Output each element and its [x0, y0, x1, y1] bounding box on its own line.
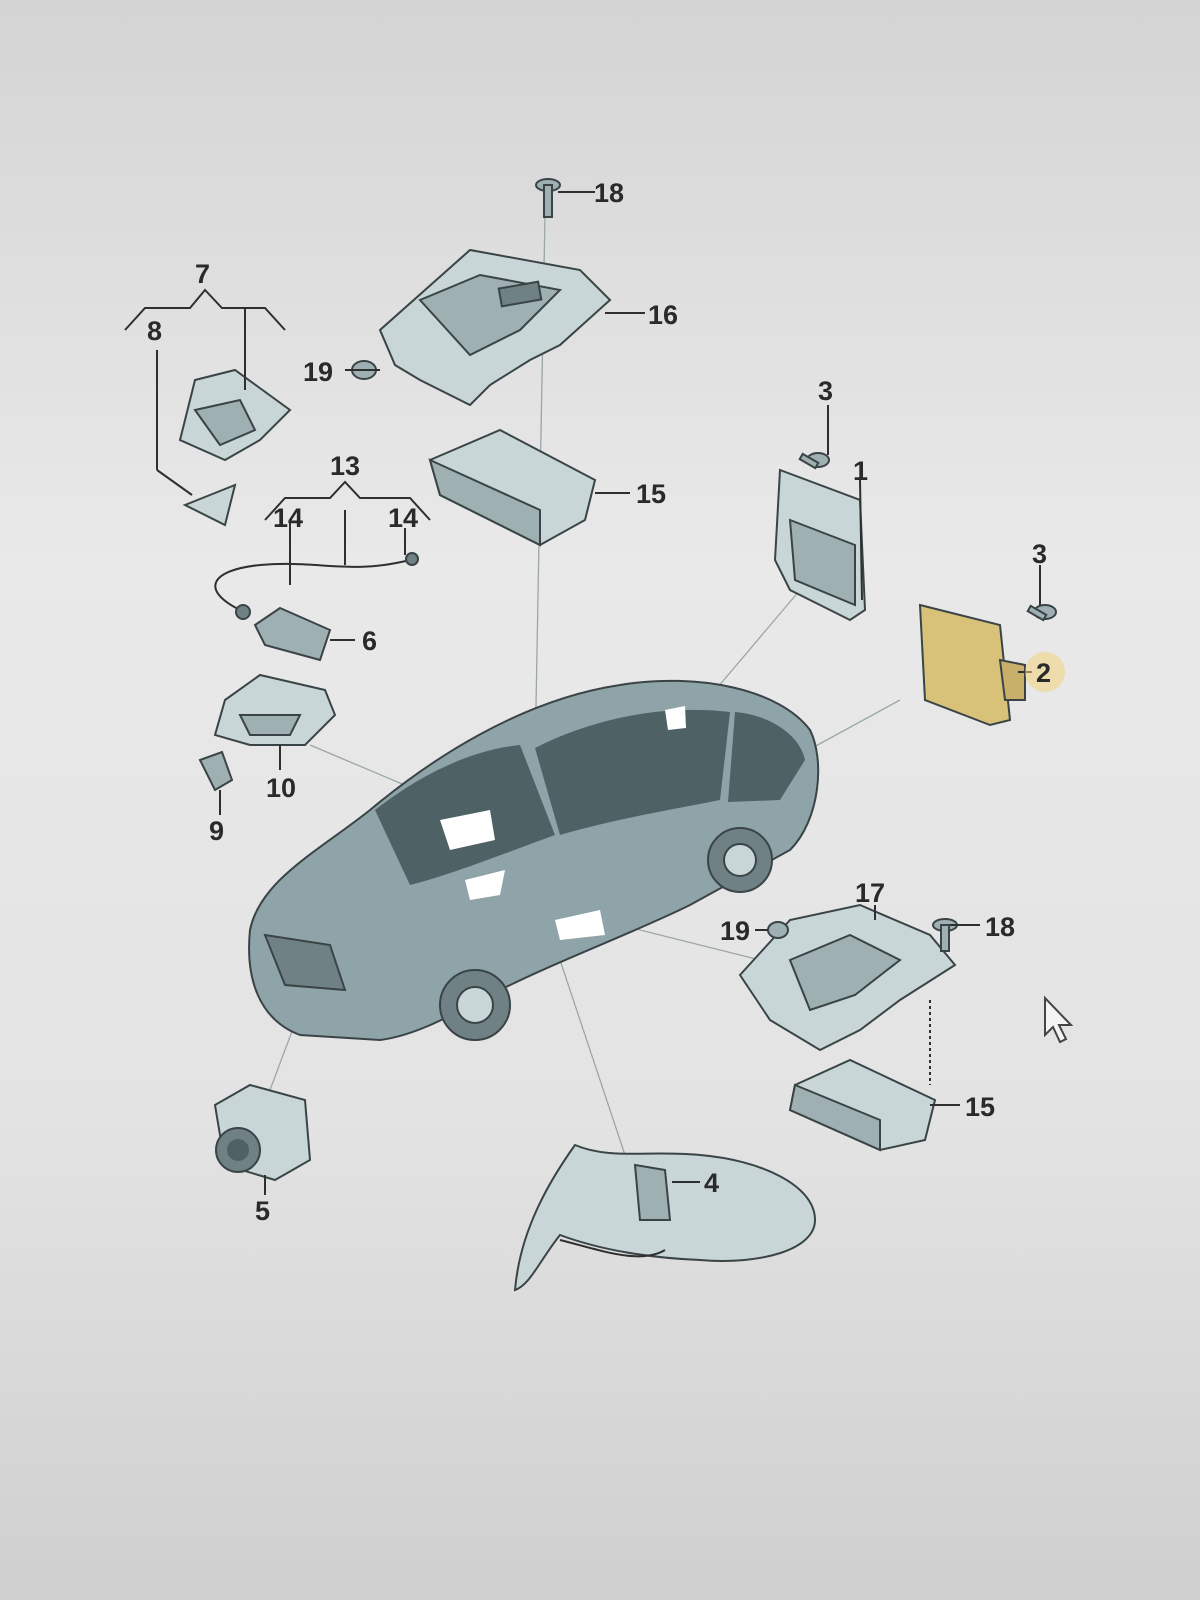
part-17-lower-bracket: [738, 903, 957, 1052]
part-2-highlight: [1025, 652, 1065, 692]
part-13-cable: [214, 552, 419, 620]
part-2-highlighted-module: [918, 603, 1026, 727]
callout-15-top: 15: [636, 479, 666, 509]
part-3-screw-upper: [798, 452, 830, 470]
part-6-sensor: [253, 606, 332, 662]
callout-17: 17: [855, 878, 885, 908]
part-19-nut-lower: [767, 921, 789, 939]
callout-13: 13: [330, 451, 360, 481]
part-5-camera: [213, 1083, 312, 1182]
callout-10: 10: [266, 773, 296, 803]
part-9-clip: [198, 750, 234, 792]
part-15-control-unit-upper: [428, 428, 597, 547]
callout-3-upper: 3: [818, 376, 833, 406]
callout-19-lower: 19: [720, 916, 750, 946]
part-4-mirror: [513, 1143, 817, 1292]
part-3-screw-lower: [1026, 604, 1057, 622]
callout-19-top: 19: [303, 357, 333, 387]
callout-16: 16: [648, 300, 678, 330]
callout-18-lower: 18: [985, 912, 1015, 942]
part-8-cover: [182, 483, 237, 527]
callout-1: 1: [853, 456, 868, 486]
callout-7: 7: [195, 259, 210, 289]
callout-labels: 18 16 19 7 8 13 14 14 15 3 1 3 2 6 10 9 …: [147, 178, 1051, 1226]
mouse-cursor-icon: [1044, 995, 1074, 1044]
part-16-upper-bracket: [378, 248, 612, 407]
callout-14-right: 14: [388, 503, 418, 533]
callout-3-lower: 3: [1032, 539, 1047, 569]
callout-9: 9: [209, 816, 224, 846]
car-body: [248, 679, 820, 1042]
callout-5: 5: [255, 1196, 270, 1226]
callout-6: 6: [362, 626, 377, 656]
callout-4: 4: [704, 1168, 719, 1198]
callout-15-lower: 15: [965, 1092, 995, 1122]
part-15-control-unit-lower: [788, 1058, 937, 1152]
callout-18-top: 18: [594, 178, 624, 208]
callout-8: 8: [147, 316, 162, 346]
part-18-screw-lower: [932, 918, 958, 952]
part-1-module: [773, 468, 867, 622]
callout-14-left: 14: [273, 503, 303, 533]
callout-2: 2: [1036, 658, 1051, 688]
part-18-screw-top: [535, 178, 561, 218]
leader-lines: [124, 191, 1041, 1195]
part-7-mount: [178, 368, 292, 462]
part-10-housing: [213, 673, 337, 746]
